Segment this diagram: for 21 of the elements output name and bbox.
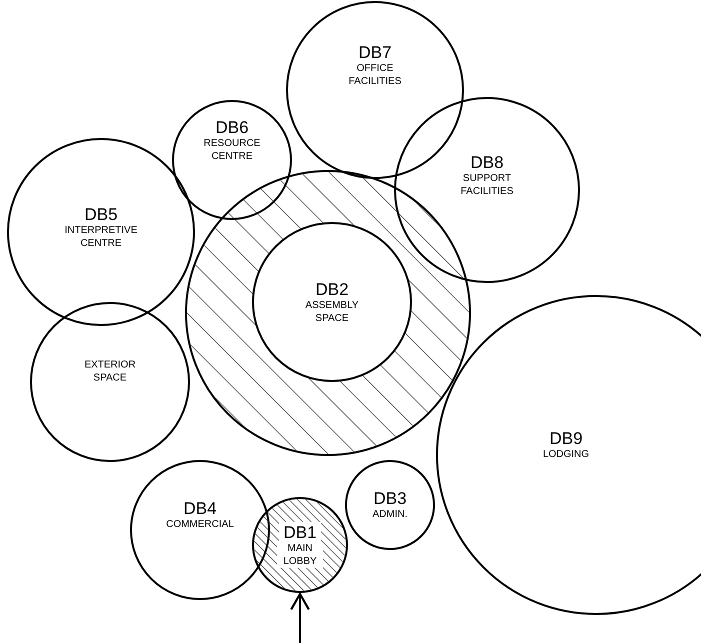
space-label: ASSEMBLY SPACE [304,300,360,326]
space-code: DB5 [84,204,118,226]
space-code: DB3 [373,488,407,510]
space-label: EXTERIOR SPACE [83,360,137,384]
space-code: DB1 [279,522,321,544]
space-code: DB7 [358,42,392,64]
space-code: DB4 [183,498,217,520]
space-label: LODGING [542,449,590,462]
space-circle [252,497,348,593]
space-label: INTERPRETIVE CENTRE [64,225,138,250]
space-code: DB9 [549,428,583,450]
space-label: OFFICE FACILITIES [348,63,402,88]
space-label: SUPPORT FACILITIES [460,173,514,198]
space-code: DB8 [470,152,504,174]
space-label: MAIN LOBBY [277,543,323,568]
space-code: DB2 [315,278,349,300]
entry-arrow [290,592,310,643]
space-label: COMMERCIAL [166,519,234,532]
space-label: RESOURCE CENTRE [203,138,261,164]
space-label: ADMIN. [372,509,408,522]
space-code: DB6 [215,116,249,138]
